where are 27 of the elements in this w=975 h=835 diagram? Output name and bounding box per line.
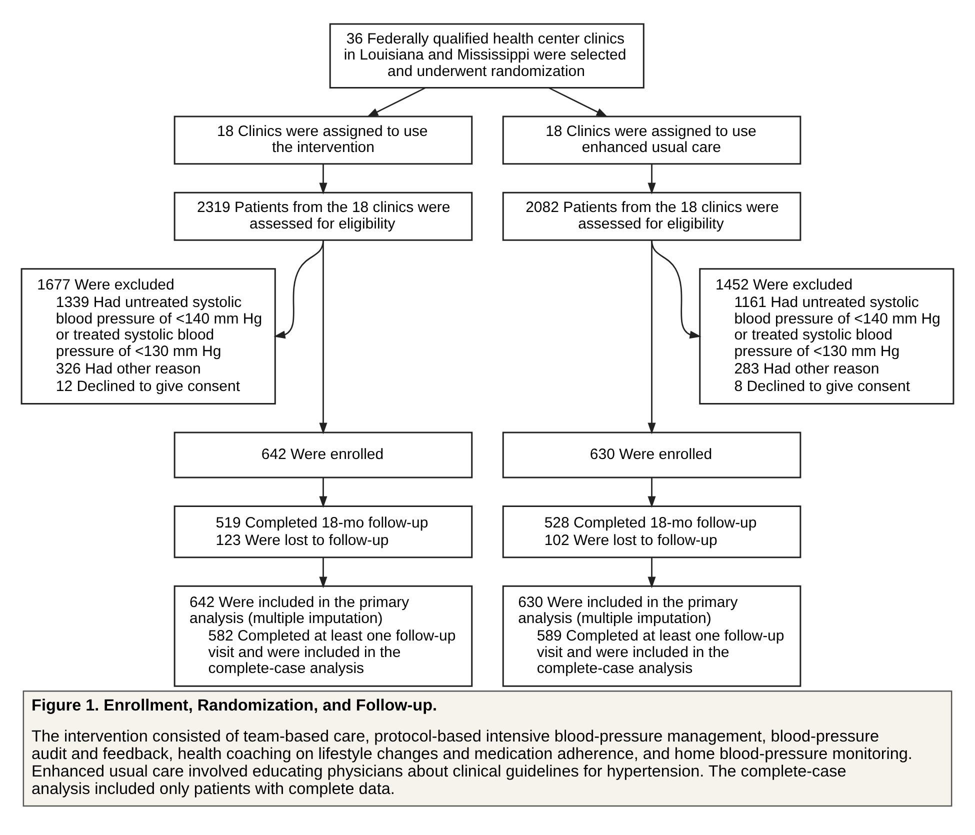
node-box: 2082 Patients from the 18 clinics were assessed for eligibility: [502, 192, 802, 241]
node-box: 528 Completed 18-mo follow-up 102 Were lost to follow-up: [502, 505, 802, 558]
node-box: 36 Federally qualified health center clinics in Louisiana and Mississippi were selected and underwent randomization: [329, 23, 644, 88]
node-box: 2319 Patients from the 18 clinics were assessed for eligibility: [174, 192, 473, 241]
arrow: [648, 240, 656, 434]
diagram-title: Figure 1. Enrollment, Randomization, and Follow-up.: [32, 696, 438, 714]
arrow: [319, 164, 328, 194]
arrow: [366, 87, 426, 118]
arrow: [319, 478, 328, 508]
arrow: [651, 240, 702, 339]
node-box: 630 Were enrolled: [502, 432, 802, 478]
arrow: [319, 240, 328, 434]
node-box: 1677 Were excluded 1339 Had untreated systolic blood pressure of <140 mm Hg or treated systolic blood pressure of <130 mm Hg 326 Had other reason 12 Declined to give consent: [20, 268, 276, 404]
arrow: [274, 240, 324, 339]
arrow: [548, 87, 608, 118]
arrow: [319, 558, 328, 588]
node-box: 519 Completed 18-mo follow-up 123 Were lost to follow-up: [174, 505, 473, 558]
node-box: 630 Were included in the primary analysis (multiple imputation) 589 Completed at least one follow-up visit and were included in the complete-case analysis: [502, 585, 802, 687]
caption: The intervention consisted of team-based care, protocol-based intensive blood-pressure management, blood-pressure audit and feedback, health coaching on lifestyle changes and medication adherence, and home blood-pressure monitoring. Enhanced usual care involved educating physicians about clinical guidelines for hypertension. The complete-case analysis included only patients with complete data.: [32, 728, 912, 798]
node-box: 1452 Were excluded 1161 Had untreated systolic blood pressure of <140 mm Hg or treated systolic blood pressure of <130 mm Hg 283 Had other reason 8 Declined to give consent: [699, 268, 954, 404]
node-box: 642 Were enrolled: [174, 432, 473, 478]
arrow: [648, 478, 656, 508]
arrow: [648, 164, 656, 194]
node-box: 18 Clinics were assigned to use enhanced usual care: [502, 116, 802, 165]
node-box: 642 Were included in the primary analysis (multiple imputation) 582 Completed at least one follow-up visit and were included in the complete-case analysis: [174, 585, 473, 687]
arrow: [648, 558, 656, 588]
node-box: 18 Clinics were assigned to use the intervention: [174, 116, 473, 165]
